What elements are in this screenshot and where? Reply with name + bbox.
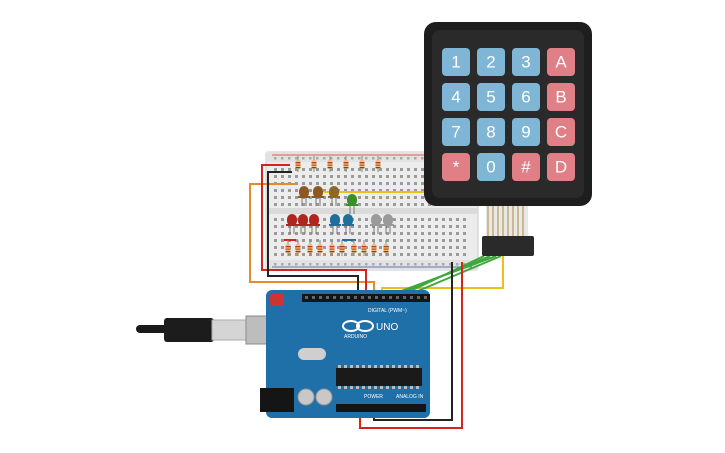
- logo-text: ARDUINO: [344, 334, 367, 340]
- keypad-key[interactable]: 2: [477, 48, 505, 76]
- wire-red-top: [261, 164, 367, 296]
- analog-label: ANALOG IN: [396, 394, 424, 400]
- keypad-key[interactable]: 8: [477, 118, 505, 146]
- power-label: POWER: [364, 394, 383, 400]
- led: [382, 214, 394, 234]
- membrane-keypad[interactable]: 1 2 3 A 4 5 6 B 7 8 9 C * 0 # D: [424, 22, 592, 206]
- wire-red-bottom: [359, 262, 463, 429]
- led: [328, 186, 340, 206]
- keypad-key[interactable]: 5: [477, 83, 505, 111]
- crystal: [298, 348, 326, 360]
- keypad-key-label: 6: [521, 88, 530, 107]
- keypad-key[interactable]: 9: [512, 118, 540, 146]
- keypad-key-label: #: [521, 158, 531, 177]
- keypad-key-label: 7: [451, 123, 460, 142]
- led: [312, 186, 324, 206]
- keypad-key[interactable]: *: [442, 153, 470, 181]
- keypad-key-label: A: [555, 53, 567, 72]
- keypad-key-label: 5: [486, 88, 495, 107]
- keypad-key-label: 0: [486, 158, 495, 177]
- usb-cable: [136, 315, 283, 345]
- digital-header: [302, 294, 430, 302]
- led: [346, 194, 358, 214]
- keypad-key[interactable]: #: [512, 153, 540, 181]
- wire-black-top: [267, 171, 359, 296]
- keypad-key[interactable]: A: [547, 48, 575, 76]
- keypad-key-label: D: [555, 158, 567, 177]
- keypad-key-label: C: [555, 123, 567, 142]
- arduino-logo: [342, 320, 374, 332]
- keypad-key[interactable]: B: [547, 83, 575, 111]
- power-jack: [260, 388, 294, 412]
- keypad-key[interactable]: 6: [512, 83, 540, 111]
- wire-orange: [249, 183, 375, 296]
- keypad-key-label: 4: [451, 88, 460, 107]
- keypad-key-label: B: [555, 88, 566, 107]
- keypad-key-label: 1: [451, 53, 460, 72]
- keypad-key-label: *: [453, 158, 460, 177]
- led: [297, 214, 309, 234]
- keypad-ribbon: [482, 204, 534, 256]
- keypad-key-label: 2: [486, 53, 495, 72]
- atmega-chip: [336, 368, 422, 386]
- wire-green-3: [399, 255, 485, 297]
- keypad-key-label: 3: [521, 53, 530, 72]
- leds: [286, 186, 394, 234]
- keypad-key-label: 9: [521, 123, 530, 142]
- keypad-key-label: 8: [486, 123, 495, 142]
- led: [342, 214, 354, 234]
- keypad-key[interactable]: D: [547, 153, 575, 181]
- power-analog-header: [336, 404, 426, 412]
- arduino-uno-board[interactable]: DIGITAL (PWM~) UNO ARDUINO POWER ANALOG …: [260, 290, 430, 418]
- resistors-bottom-row: [285, 240, 389, 256]
- led: [286, 214, 298, 234]
- reset-button[interactable]: [270, 294, 284, 306]
- keypad-key[interactable]: C: [547, 118, 575, 146]
- model-label: UNO: [376, 322, 398, 333]
- led: [329, 214, 341, 234]
- keypad-key[interactable]: 3: [512, 48, 540, 76]
- keypad-key[interactable]: 1: [442, 48, 470, 76]
- led: [298, 186, 310, 206]
- wire-green-4: [405, 255, 502, 297]
- keypad-key[interactable]: 7: [442, 118, 470, 146]
- keypad-key[interactable]: 0: [477, 153, 505, 181]
- keypad-key[interactable]: 4: [442, 83, 470, 111]
- led: [308, 214, 320, 234]
- digital-label: DIGITAL (PWM~): [368, 308, 407, 314]
- led: [370, 214, 382, 234]
- resistors-top-row: [295, 156, 381, 172]
